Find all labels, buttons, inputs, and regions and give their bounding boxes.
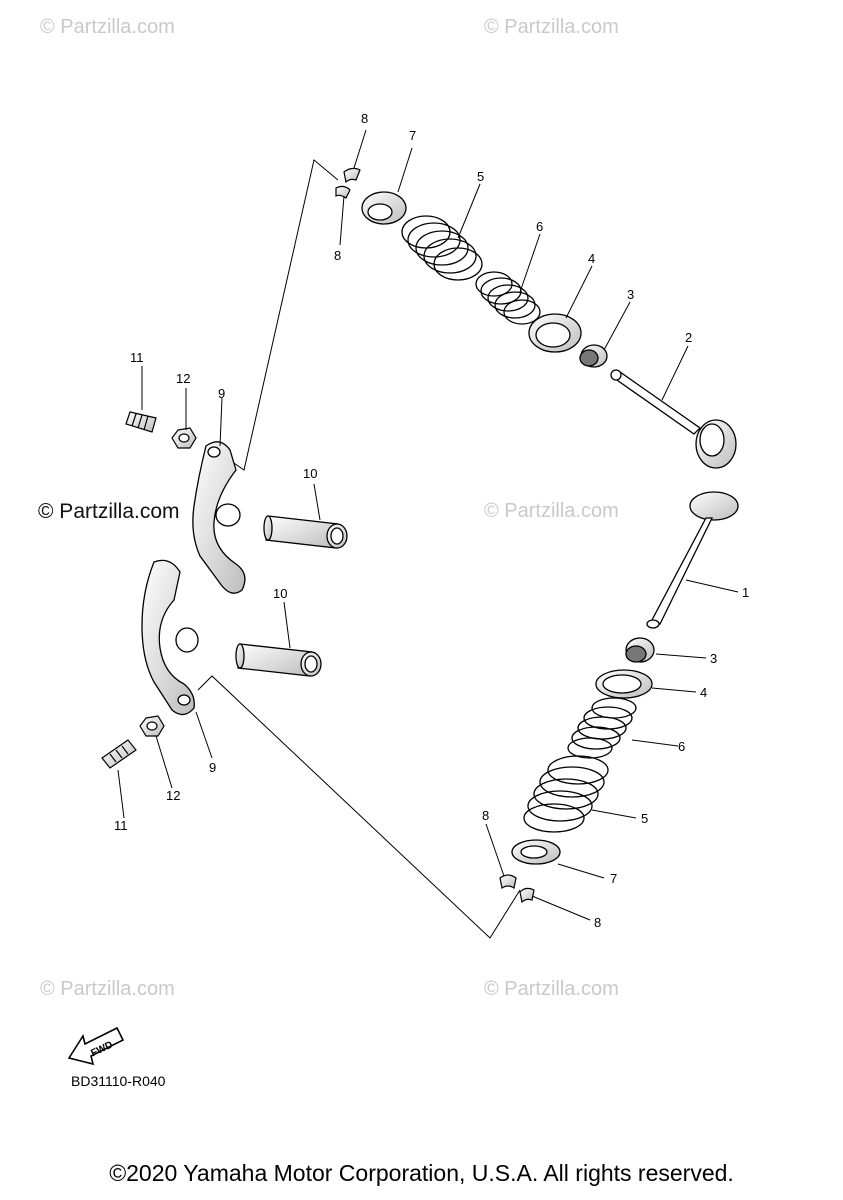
upper-inner-spring-part-6 <box>475 271 541 325</box>
upper-washer-part-4 <box>528 313 582 353</box>
upper-cotter-part-8 <box>335 167 361 199</box>
label-9-top: 9 <box>218 386 225 401</box>
bolt-upper-part-11 <box>125 411 157 433</box>
watermark-mid-left: © Partzilla.com <box>38 500 180 523</box>
upper-seal-part-3 <box>579 344 608 368</box>
label-6-top: 6 <box>536 219 543 234</box>
lower-seal-part-3 <box>625 637 655 663</box>
label-9-bottom: 9 <box>209 760 216 775</box>
upper-valve-part-2 <box>610 369 737 469</box>
watermark-bottom-left: © Partzilla.com <box>40 978 175 1000</box>
label-7-bottom: 7 <box>610 871 617 886</box>
label-10-bottom: 10 <box>273 586 287 601</box>
lower-washer-part-4 <box>595 669 653 699</box>
label-12-bottom: 12 <box>166 788 180 803</box>
upper-retainer-part-7 <box>361 191 407 225</box>
fwd-arrow-icon: FWD <box>67 1026 125 1066</box>
watermark-top-right: © Partzilla.com <box>484 16 619 38</box>
label-6-bottom: 6 <box>678 739 685 754</box>
nut-upper-part-12 <box>171 427 197 449</box>
label-4-bottom: 4 <box>700 685 707 700</box>
label-4-top: 4 <box>588 251 595 266</box>
label-12-top: 12 <box>176 371 190 386</box>
bolt-lower-part-11 <box>101 739 137 769</box>
watermark-bottom-right: © Partzilla.com <box>484 978 619 1000</box>
lower-cotter-part-8 <box>499 874 535 904</box>
label-2: 2 <box>685 330 692 345</box>
upper-outer-spring-part-5 <box>401 215 483 281</box>
lower-outer-spring-part-5 <box>523 755 609 833</box>
watermark-mid-right: © Partzilla.com <box>484 500 619 522</box>
label-3-top: 3 <box>627 287 634 302</box>
label-8-bottom-b: 8 <box>482 808 489 823</box>
leader-lines <box>117 129 739 921</box>
lower-guide-lines <box>197 675 521 939</box>
rocker-arm-lower-part-9 <box>141 559 199 716</box>
label-3-bottom: 3 <box>710 651 717 666</box>
label-7-top: 7 <box>409 128 416 143</box>
lower-valve-part-1 <box>646 491 739 629</box>
lower-inner-spring-part-6 <box>567 697 637 759</box>
diagram-reference-id: BD31110-R040 <box>71 1073 166 1089</box>
label-8-top: 8 <box>361 111 368 126</box>
label-11-bottom: 11 <box>114 818 128 833</box>
label-8-top-b: 8 <box>334 248 341 263</box>
nut-lower-part-12 <box>139 715 165 737</box>
label-5-bottom: 5 <box>641 811 648 826</box>
watermark-top-left: © Partzilla.com <box>40 16 175 38</box>
rocker-arm-upper-part-9 <box>192 441 246 594</box>
lower-retainer-part-7 <box>511 839 561 865</box>
label-11-top: 11 <box>130 350 144 365</box>
upper-guide-lines <box>217 159 339 471</box>
copyright-notice: ©2020 Yamaha Motor Corporation, U.S.A. A… <box>109 1160 734 1186</box>
label-5-top: 5 <box>477 169 484 184</box>
label-10-top: 10 <box>303 466 317 481</box>
label-8-bottom: 8 <box>594 915 601 930</box>
label-1: 1 <box>742 585 749 600</box>
shaft-upper-part-10 <box>263 515 348 549</box>
shaft-lower-part-10 <box>235 643 322 677</box>
